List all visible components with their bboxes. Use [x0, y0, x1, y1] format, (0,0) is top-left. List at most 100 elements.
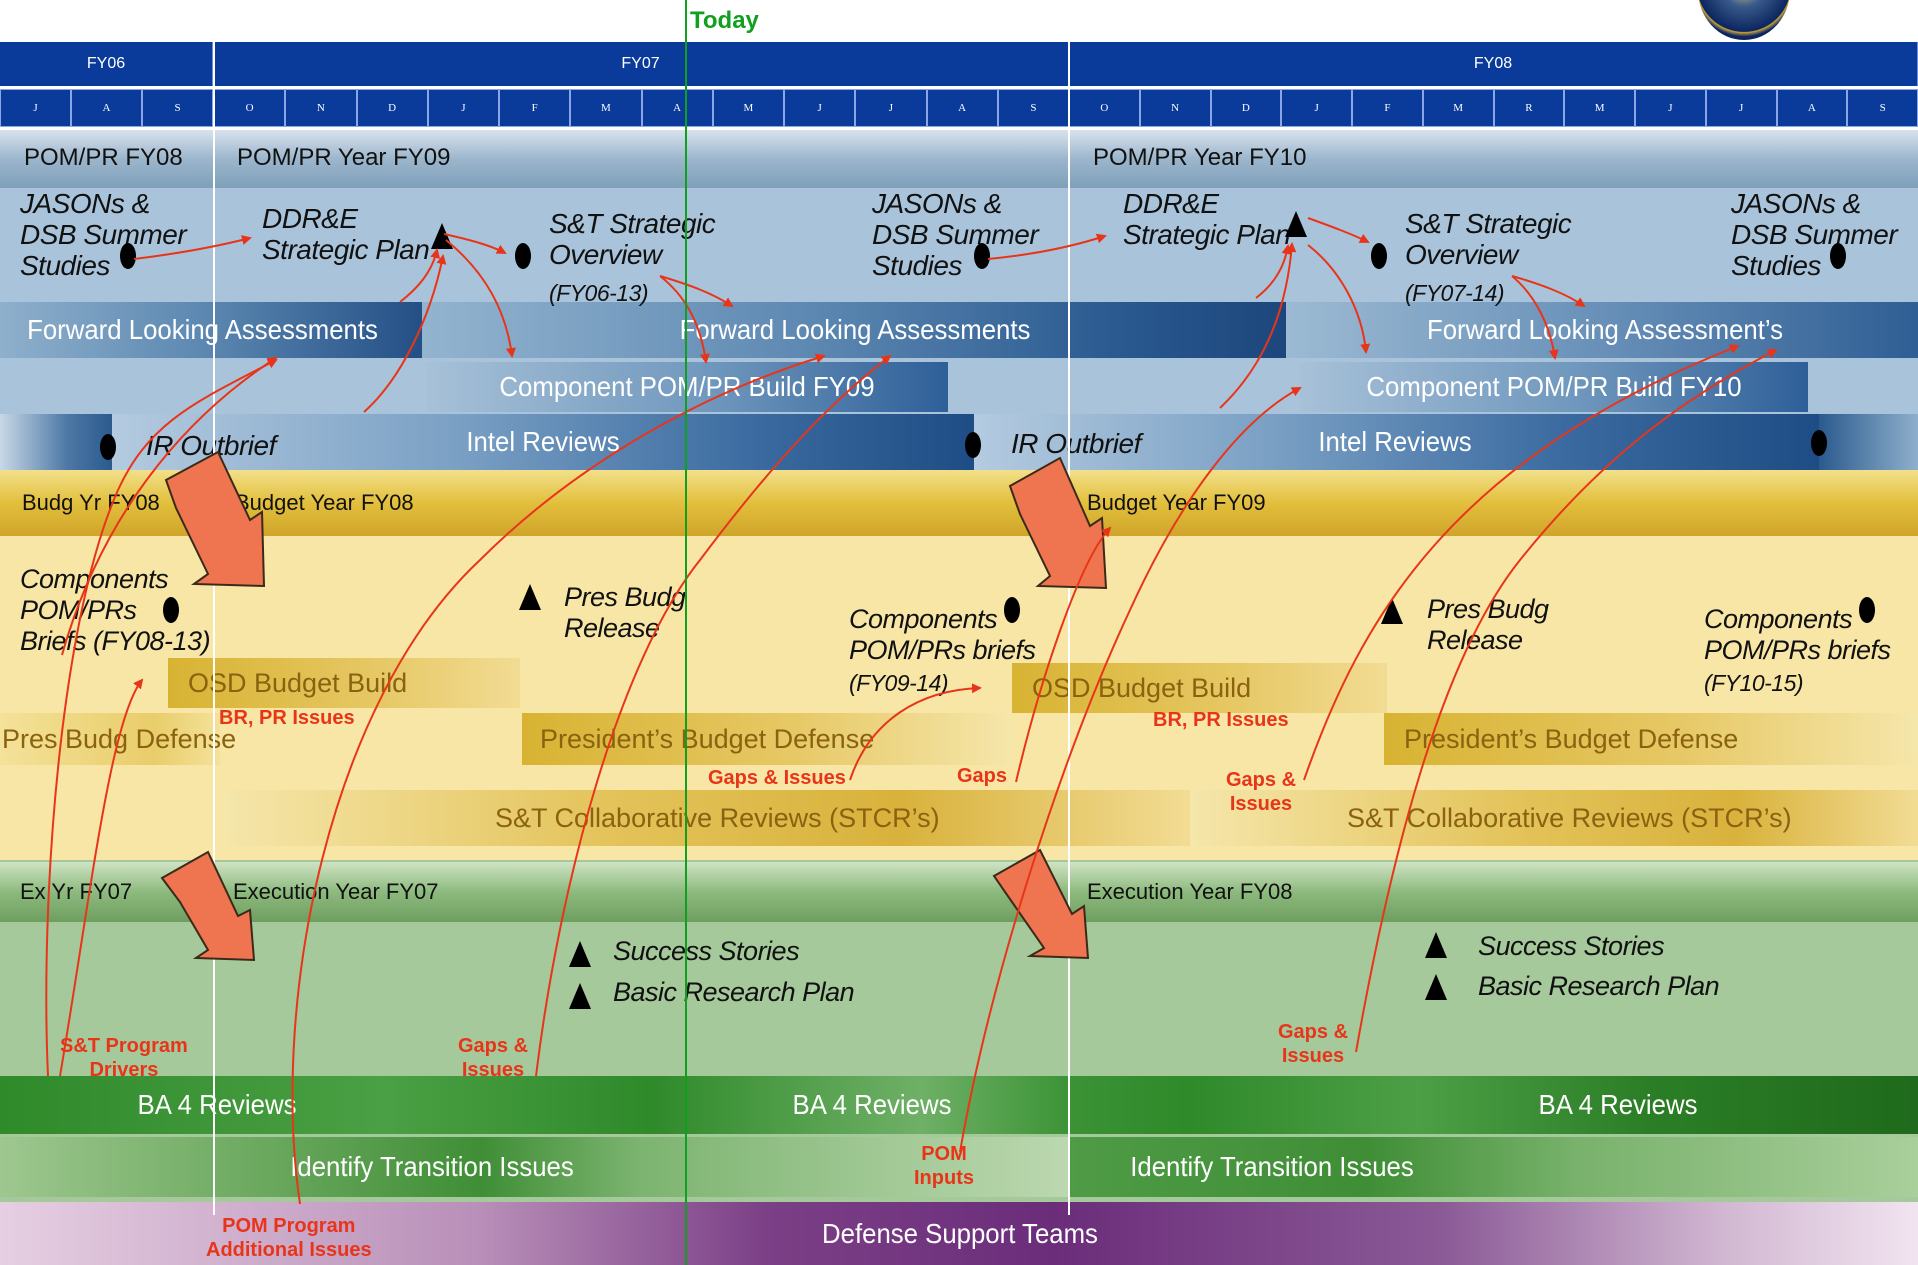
pom-year-label-3: POM/PR Year FY10 — [1093, 144, 1307, 171]
month-cell: J — [0, 89, 71, 127]
basic-research-plan-1: Basic Research Plan — [613, 977, 855, 1007]
pom-program-additional-label: POM Program Additional Issues — [206, 1215, 372, 1261]
month-cell: N — [1139, 89, 1211, 127]
today-label: Today — [690, 7, 759, 34]
pom-year-label-2: POM/PR Year FY09 — [237, 144, 451, 171]
presidents-budget-defense-label-1: President’s Budget Defense — [540, 723, 875, 754]
milestone-dot — [1004, 597, 1020, 623]
milestone-triangle — [1425, 932, 1447, 958]
fla-bar-1 — [0, 302, 422, 358]
milestone-dot — [1859, 597, 1875, 623]
fy07-header: FY07 — [213, 42, 1069, 86]
milestone-triangle — [569, 983, 591, 1009]
milestone-dot — [1830, 243, 1846, 269]
ddre-label-1: DDR&E Strategic Plan — [262, 203, 430, 265]
pom-inputs-label: POM Inputs — [914, 1143, 974, 1189]
month-cell: M — [1422, 89, 1494, 127]
osd-budget-build-bar-2 — [1012, 663, 1387, 713]
st-overview-years-2: (FY07-14) — [1405, 280, 1505, 306]
jasons-label-2: JASONs & DSB Summer Studies — [872, 188, 1039, 281]
st-program-drivers-label: S&T Program Drivers — [60, 1035, 188, 1081]
presidents-budget-defense-bar-2 — [1384, 713, 1918, 765]
jasons-label-3: JASONs & DSB Summer Studies — [1731, 188, 1898, 281]
gaps-issues-label: Gaps & Issues — [708, 767, 846, 789]
pres-budg-release-1: Pres Budg Release — [564, 582, 686, 643]
milestone-dot — [120, 243, 136, 269]
month-cell: D — [1210, 89, 1282, 127]
gaps-issues-label-exec-1: Gaps & Issues — [458, 1035, 529, 1081]
month-cell: S — [142, 89, 213, 127]
jasons-label-1: JASONs & DSB Summer Studies — [20, 188, 187, 281]
month-cell: M — [1564, 89, 1635, 127]
pres-budg-release-2: Pres Budg Release — [1427, 594, 1549, 655]
milestone-dot — [965, 432, 981, 458]
presidents-budget-defense-bar-1 — [522, 713, 1012, 765]
success-stories-1: Success Stories — [613, 936, 800, 966]
ba4-reviews-bar — [0, 1076, 1918, 1134]
defense-support-bar — [0, 1202, 1918, 1265]
milestone-triangle — [569, 941, 591, 967]
st-overview-label-2: S&T Strategic Overview — [1405, 208, 1572, 270]
milestone-dot — [1811, 430, 1827, 456]
basic-research-plan-2: Basic Research Plan — [1478, 971, 1720, 1001]
br-pr-issues-label-2: BR, PR Issues — [1153, 709, 1289, 731]
month-cell: O — [214, 89, 286, 127]
month-cell: A — [71, 89, 142, 127]
month-cell: J — [855, 89, 927, 127]
red-arrows — [45, 217, 1778, 1205]
st-overview-label-1: S&T Strategic Overview — [549, 208, 716, 270]
budget-year-label-3: Budget Year FY09 — [1087, 490, 1266, 515]
milestone-dot — [1371, 243, 1387, 269]
milestone-dot — [100, 434, 116, 460]
stcr-bar-2 — [1190, 790, 1918, 846]
transition-bar-1 — [0, 1137, 1070, 1197]
components-briefs-3: Components POM/PRs briefs — [1704, 604, 1891, 665]
components-briefs-3-years: (FY10-15) — [1704, 670, 1804, 696]
stcr-label-1: S&T Collaborative Reviews (STCR’s) — [495, 802, 940, 833]
transition-label-1: Identify Transition Issues — [290, 1151, 574, 1182]
gaps-label: Gaps — [957, 765, 1008, 787]
ir-outbrief-label-2: IR Outbrief — [1011, 428, 1141, 459]
components-briefs-2-years: (FY09-14) — [849, 670, 949, 696]
execution-band — [0, 860, 1918, 1265]
st-overview-years-1: (FY06-13) — [549, 280, 649, 306]
osd-budget-build-bar-1 — [168, 658, 520, 708]
gaps-amp-issues-label: Gaps & Issues — [1226, 769, 1297, 815]
component-build-label-2: Component POM/PR Build FY10 — [1366, 371, 1742, 402]
transition-label-2: Identify Transition Issues — [1130, 1151, 1414, 1182]
execution-year-label-1: Ex Yr FY07 — [20, 879, 133, 904]
month-cell: A — [926, 89, 998, 127]
defense-support-label: Defense Support Teams — [822, 1217, 1098, 1249]
budget-year-label-2: Budget Year FY08 — [235, 490, 414, 515]
transition-big-arrow — [160, 450, 1108, 962]
milestone-triangle — [519, 584, 541, 610]
ba4-reviews-label-3: BA 4 Reviews — [1538, 1089, 1698, 1120]
fy06-header: FY06 — [0, 42, 213, 86]
components-briefs-1: Components POM/PRs Briefs (FY08-13) — [20, 564, 211, 656]
presidents-budget-defense-label-2: President’s Budget Defense — [1404, 723, 1739, 754]
intel-reviews-bar-1 — [112, 414, 974, 470]
fla-label-3: Forward Looking Assessment’s — [1426, 314, 1784, 345]
stcr-bar-1 — [222, 790, 1190, 846]
month-cell: R — [1493, 89, 1565, 127]
success-stories-2: Success Stories — [1478, 931, 1665, 961]
milestone-triangle — [1425, 974, 1447, 1000]
budget-year-bar — [0, 470, 1918, 536]
pom-year-bar — [0, 130, 1918, 188]
month-cell: J — [1281, 89, 1352, 127]
intel-reviews-label-1: Intel Reviews — [466, 426, 620, 457]
month-cell: N — [285, 89, 357, 127]
month-cell: F — [1352, 89, 1423, 127]
intel-reviews-bar-2 — [974, 414, 1819, 470]
fla-bar-3 — [1286, 302, 1918, 358]
month-cell: S — [997, 89, 1069, 127]
month-cell: M — [712, 89, 784, 127]
milestone-dot — [163, 597, 179, 623]
month-cell: S — [1847, 89, 1918, 127]
fla-label-2: Forward Looking Assessments — [679, 314, 1031, 345]
execution-year-label-3: Execution Year FY08 — [1087, 879, 1293, 904]
pom-year-label-1: POM/PR FY08 — [24, 144, 183, 171]
components-briefs-2: Components POM/PRs briefs — [849, 604, 1036, 665]
fla-label-1: Forward Looking Assessments — [27, 314, 378, 345]
month-cell: J — [1635, 89, 1706, 127]
